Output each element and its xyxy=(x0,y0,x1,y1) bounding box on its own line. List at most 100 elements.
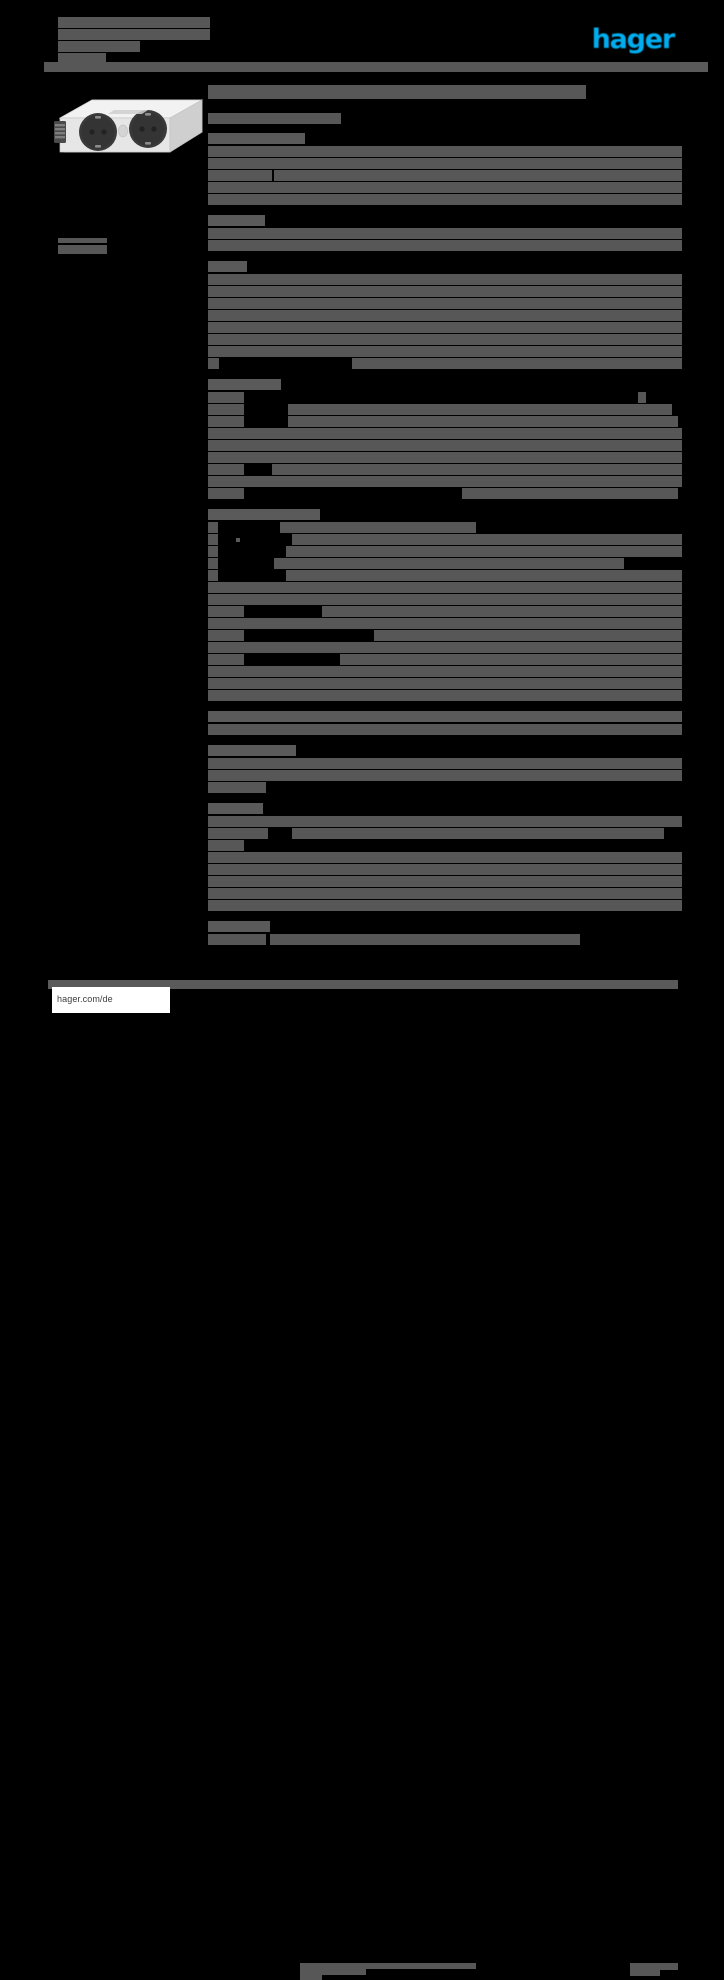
spec-label xyxy=(208,298,682,309)
spacer xyxy=(208,99,682,113)
main-content xyxy=(208,85,682,965)
spec-value xyxy=(322,606,682,617)
spec-row xyxy=(208,182,682,193)
spec-row xyxy=(208,534,682,545)
spec-section xyxy=(208,745,682,803)
spec-row xyxy=(208,298,682,309)
section-spacer xyxy=(208,206,682,215)
spec-section xyxy=(208,215,682,261)
redacted-text-bar xyxy=(58,238,107,243)
spec-label xyxy=(208,758,682,769)
spec-row xyxy=(208,828,682,839)
spec-section xyxy=(208,921,682,955)
redacted-text-bar xyxy=(58,41,140,52)
section-spacer xyxy=(208,370,682,379)
spec-row xyxy=(208,488,682,499)
spec-row xyxy=(208,888,682,899)
spec-row xyxy=(208,416,682,427)
footer-page-number-redacted xyxy=(630,1963,678,1976)
spec-value xyxy=(288,404,672,415)
spec-row xyxy=(208,606,682,617)
spec-label xyxy=(208,558,218,569)
section-spacer xyxy=(208,252,682,261)
spec-value xyxy=(462,488,678,499)
spec-row xyxy=(208,346,682,357)
spec-label xyxy=(208,158,682,169)
spec-section xyxy=(208,261,682,379)
header-title-redacted xyxy=(58,17,210,65)
spec-value xyxy=(272,464,682,475)
spec-label xyxy=(208,864,682,875)
redacted-text-bar xyxy=(630,1963,678,1970)
spec-section xyxy=(208,379,682,509)
spec-row xyxy=(208,170,682,181)
redacted-text-bar xyxy=(300,1975,322,1980)
spec-row xyxy=(208,546,682,557)
bullet-icon xyxy=(236,538,240,542)
spec-row xyxy=(208,864,682,875)
spec-label xyxy=(208,452,682,463)
spec-row xyxy=(208,334,682,345)
spec-row xyxy=(208,618,682,629)
spec-label xyxy=(208,876,682,887)
spec-row xyxy=(208,770,682,781)
section-heading xyxy=(208,921,270,932)
spec-label xyxy=(208,428,682,439)
spec-label xyxy=(208,310,682,321)
spec-label xyxy=(208,464,244,475)
spec-row xyxy=(208,194,682,205)
spec-value xyxy=(374,630,682,641)
spec-label xyxy=(208,618,682,629)
section-heading xyxy=(208,711,682,722)
spec-label xyxy=(208,170,272,181)
section-heading xyxy=(208,803,263,814)
spec-value xyxy=(274,170,682,181)
spec-value xyxy=(292,534,682,545)
spec-row xyxy=(208,852,682,863)
left-column xyxy=(0,80,205,960)
spec-row xyxy=(208,642,682,653)
spec-label xyxy=(208,828,268,839)
spec-row xyxy=(208,404,682,415)
spec-label xyxy=(208,346,682,357)
spec-label xyxy=(208,440,682,451)
spec-row xyxy=(208,146,682,157)
spec-label xyxy=(208,488,244,499)
spec-row xyxy=(208,782,682,793)
spec-row xyxy=(208,522,682,533)
spec-label xyxy=(208,690,682,701)
spec-label xyxy=(208,274,682,285)
redacted-text-bar xyxy=(58,53,106,64)
spec-value xyxy=(638,392,646,403)
footer-url-label[interactable]: hager.com/de xyxy=(57,994,113,1004)
spec-row xyxy=(208,816,682,827)
spec-row xyxy=(208,876,682,887)
spec-row xyxy=(208,758,682,769)
spec-label xyxy=(208,666,682,677)
spec-label xyxy=(208,840,244,851)
section-heading xyxy=(208,261,247,272)
header-divider-cap xyxy=(680,62,708,72)
section-spacer xyxy=(208,702,682,711)
spec-label xyxy=(208,334,682,345)
spec-label xyxy=(208,934,266,945)
footer-url-box[interactable] xyxy=(52,987,170,1013)
spec-value xyxy=(292,828,664,839)
spec-value xyxy=(274,558,624,569)
spec-label xyxy=(208,724,682,735)
spec-row xyxy=(208,310,682,321)
spec-section xyxy=(208,803,682,921)
section-heading xyxy=(208,379,281,390)
spec-row xyxy=(208,666,682,677)
spec-label xyxy=(208,240,682,251)
spec-section xyxy=(208,711,682,745)
spec-sections xyxy=(208,133,682,955)
spec-label xyxy=(208,900,682,911)
spec-row xyxy=(208,358,682,369)
spec-row xyxy=(208,690,682,701)
spec-label xyxy=(208,782,266,793)
section-spacer xyxy=(208,500,682,509)
section-heading xyxy=(208,133,305,144)
spec-row xyxy=(208,464,682,475)
spec-label xyxy=(208,534,218,545)
